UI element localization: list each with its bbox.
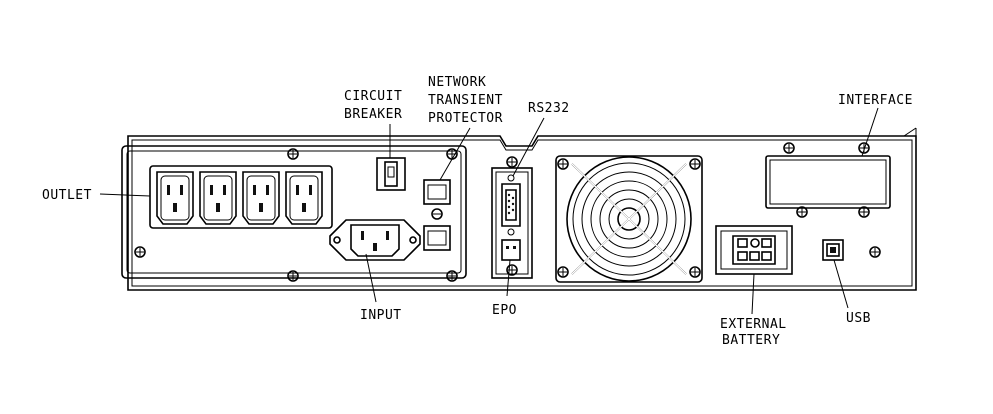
screw-icon bbox=[557, 266, 569, 278]
screw-icon bbox=[783, 142, 795, 154]
circuit-breaker-icon bbox=[376, 157, 406, 191]
screw-icon bbox=[287, 148, 299, 160]
epo-connector-icon bbox=[501, 239, 521, 261]
label-epo: EPO bbox=[492, 303, 517, 318]
interface-slot bbox=[765, 155, 891, 209]
input-socket-icon bbox=[329, 219, 421, 261]
screw-icon bbox=[557, 158, 569, 170]
screw-icon bbox=[796, 206, 808, 218]
rs232-epo-module bbox=[491, 167, 533, 279]
left-panel bbox=[121, 145, 467, 279]
outlet-socket-icon bbox=[199, 171, 237, 225]
outlet-socket-icon bbox=[285, 171, 323, 225]
label-outlet: OUTLET bbox=[42, 188, 92, 203]
label-external-battery-line2: BATTERY bbox=[722, 333, 780, 348]
network-protector bbox=[423, 179, 451, 251]
callout-lines bbox=[99, 107, 879, 315]
external-battery-connector-icon bbox=[715, 225, 793, 275]
screw-icon bbox=[134, 246, 146, 258]
db9-pins-icon bbox=[507, 193, 515, 215]
label-network-line3: PROTECTOR bbox=[428, 111, 503, 126]
screw-icon bbox=[287, 270, 299, 282]
label-external-battery-line1: EXTERNAL bbox=[720, 317, 787, 332]
label-network-line2: TRANSIENT bbox=[428, 93, 503, 108]
screw-icon bbox=[689, 266, 701, 278]
labels: OUTLET CIRCUIT BREAKER NETWORK TRANSIENT… bbox=[42, 75, 913, 348]
screw-icon bbox=[858, 206, 870, 218]
usb-port-icon bbox=[822, 239, 844, 261]
label-interface: INTERFACE bbox=[838, 93, 913, 108]
label-circuit-breaker-line2: BREAKER bbox=[344, 107, 402, 122]
label-input: INPUT bbox=[360, 308, 402, 323]
outlet-socket-icon bbox=[156, 171, 194, 225]
screw-icon bbox=[869, 246, 881, 258]
screw-icon bbox=[506, 156, 518, 168]
outlet-socket-icon bbox=[242, 171, 280, 225]
fan-icon bbox=[555, 155, 703, 283]
chassis bbox=[127, 127, 917, 291]
screw-icon bbox=[446, 270, 458, 282]
label-circuit-breaker-line1: CIRCUIT bbox=[344, 89, 402, 104]
label-network-line1: NETWORK bbox=[428, 75, 486, 90]
label-rs232: RS232 bbox=[528, 101, 570, 116]
screw-icon bbox=[689, 158, 701, 170]
label-usb: USB bbox=[846, 311, 871, 326]
outlet-bank bbox=[149, 165, 333, 229]
